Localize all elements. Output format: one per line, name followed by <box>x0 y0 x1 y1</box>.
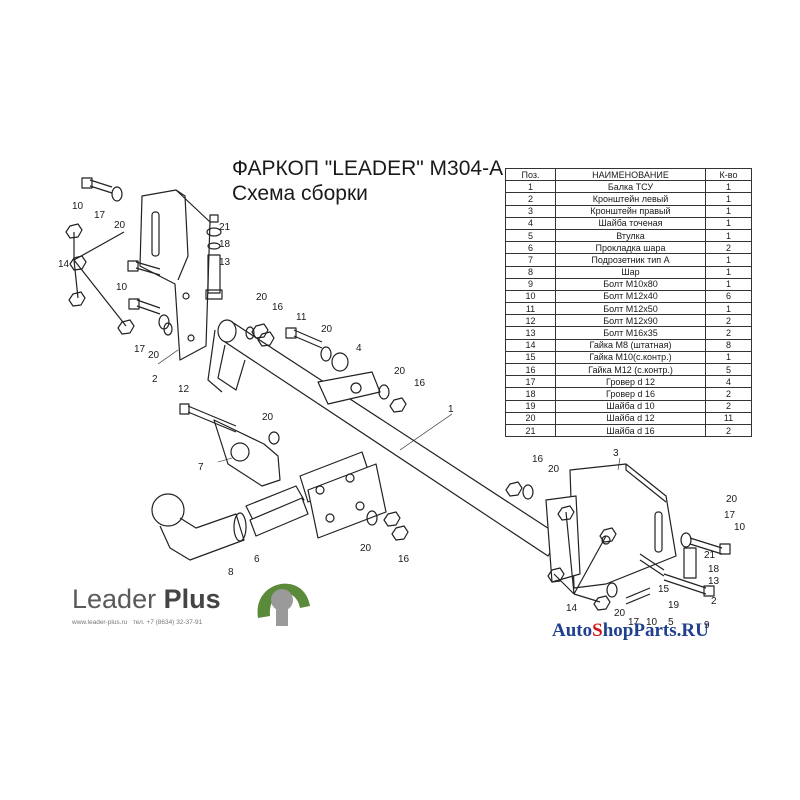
brand-phone: тел. +7 (8634) 32-37-91 <box>132 619 203 626</box>
callout-label: 2 <box>711 596 717 607</box>
callout-label: 20 <box>360 543 372 554</box>
callout-label: 13 <box>219 257 231 268</box>
callout-label: 20 <box>548 464 560 475</box>
diagram-subtitle: Схема сборки <box>232 182 368 205</box>
callout-label: 7 <box>198 462 204 473</box>
brand-name-regular: Leader <box>72 584 157 614</box>
callout-label: 20 <box>394 366 406 377</box>
callout-label: 18 <box>219 239 231 250</box>
callout-label: 21 <box>219 222 231 233</box>
watermark-middle-letter: S <box>592 620 603 641</box>
callout-label: 20 <box>256 292 268 303</box>
callout-label: 1 <box>448 404 454 415</box>
left-fasteners <box>65 177 173 336</box>
callout-label: 14 <box>566 603 578 614</box>
callout-labels: 10 17 20 14 10 17 20 2 21 18 13 20 16 11… <box>58 201 746 631</box>
callout-label: 15 <box>658 584 670 595</box>
callout-label: 16 <box>272 302 284 313</box>
callout-label: 18 <box>708 564 720 575</box>
callout-label: 16 <box>414 378 426 389</box>
callout-label: 20 <box>262 412 274 423</box>
callout-label: 10 <box>734 522 746 533</box>
right-bracket <box>545 463 677 589</box>
callout-label: 17 <box>94 210 106 221</box>
cell-quantity: 2 <box>705 423 752 438</box>
watermark-autoshopparts: AutoShopParts.RU <box>552 620 709 642</box>
callout-label: 16 <box>398 554 410 565</box>
parts-table-header: Поз. НАИМЕНОВАНИЕ К-во <box>505 167 752 182</box>
tow-ball <box>151 493 247 561</box>
left-bracket <box>139 189 211 361</box>
callout-label: 19 <box>668 600 680 611</box>
bolt-11 <box>285 327 332 362</box>
turned-washer <box>317 352 381 405</box>
callout-label: 11 <box>296 312 307 323</box>
cell-position: 21 <box>505 423 556 438</box>
bolt-stack-left <box>205 214 223 300</box>
callout-label: 3 <box>613 448 619 459</box>
callout-label: 5 <box>668 617 674 628</box>
brand-contacts: www.leader-plus.ru тел. +7 (8634) 32-37-… <box>72 619 202 626</box>
callout-label: 12 <box>178 384 190 395</box>
callout-label: 2 <box>152 374 158 385</box>
watermark-prefix: Auto <box>552 620 593 641</box>
diagram-title: ФАРКОП "LEADER" M304-A <box>232 157 504 180</box>
callout-label: 9 <box>704 620 710 631</box>
brand-website: www.leader-plus.ru <box>72 619 128 626</box>
callout-label: 21 <box>704 550 716 561</box>
callout-label: 20 <box>114 220 126 231</box>
callout-label: 17 <box>628 617 640 628</box>
callout-label: 17 <box>724 510 736 521</box>
callout-label: 13 <box>708 576 720 587</box>
cell-name: Шайба d 16 <box>555 423 706 438</box>
socket-plate <box>179 403 281 487</box>
callout-label: 14 <box>58 259 70 270</box>
callout-label: 17 <box>134 344 146 355</box>
callout-label: 10 <box>646 617 658 628</box>
callout-label: 10 <box>72 201 84 212</box>
callout-label: 8 <box>228 567 234 578</box>
leader-lines <box>157 349 621 471</box>
brand-name-bold: Plus <box>163 584 221 614</box>
ball-mount-plates <box>245 451 387 539</box>
callout-label: 4 <box>356 343 362 354</box>
plate-fasteners <box>245 323 534 541</box>
brand-logo-text: Leader Plus <box>72 584 221 615</box>
callout-label: 20 <box>726 494 738 505</box>
callout-label: 6 <box>254 554 260 565</box>
leader-plus-logo-mark <box>257 583 310 626</box>
right-fasteners <box>547 505 731 611</box>
callout-label: 20 <box>614 608 626 619</box>
callout-label: 20 <box>148 350 160 361</box>
callout-label: 20 <box>321 324 333 335</box>
callout-label: 16 <box>532 454 544 465</box>
callout-label: 10 <box>116 282 128 293</box>
watermark-suffix: hopParts.RU <box>602 620 709 641</box>
